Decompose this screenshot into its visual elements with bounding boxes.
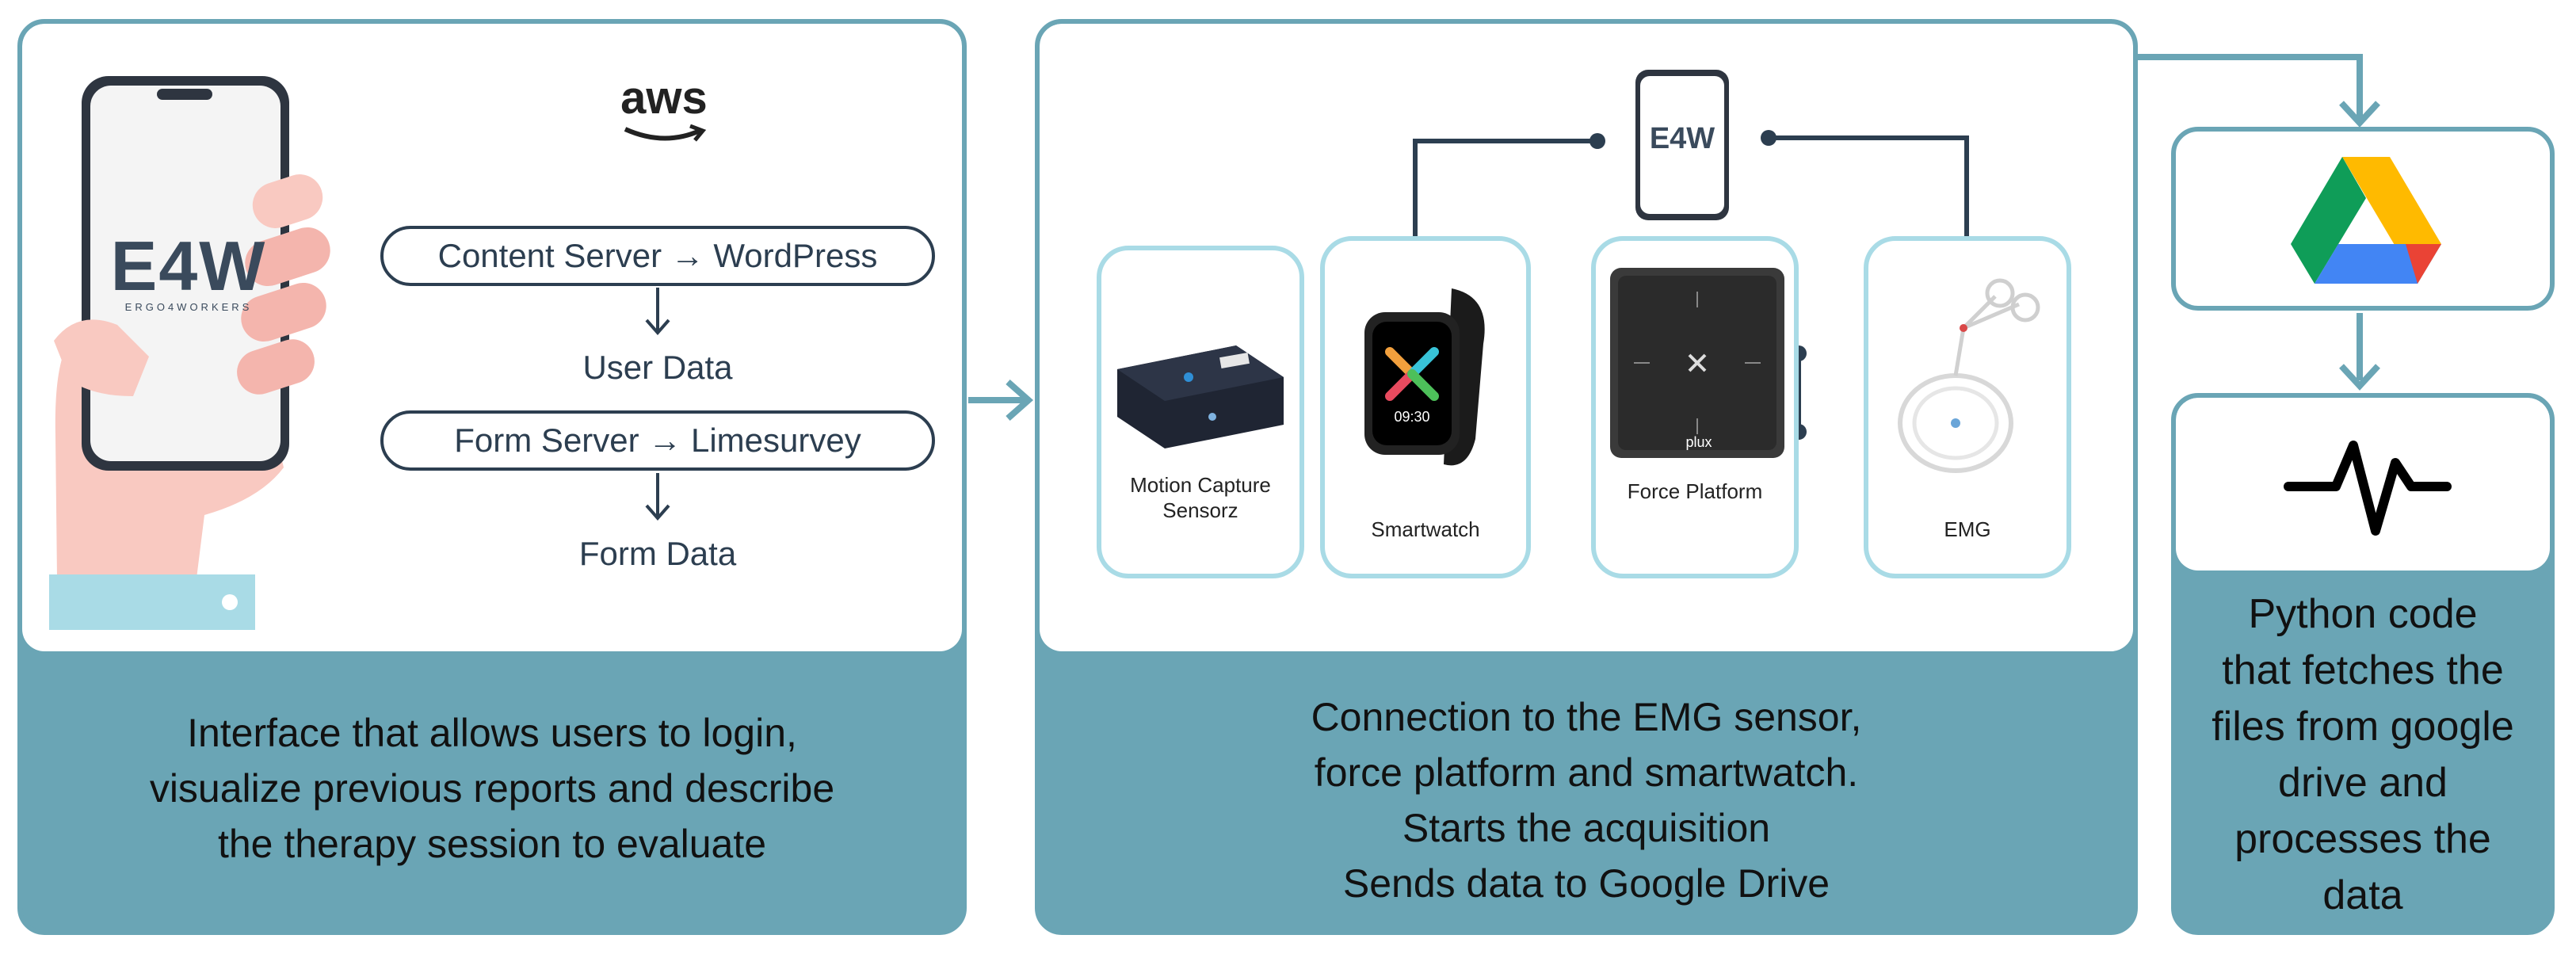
form-server-node: Form Server → Limesurvey xyxy=(380,410,935,471)
google-drive-node xyxy=(2171,127,2555,311)
emg-cable-icon xyxy=(1898,278,2040,473)
acquisition-caption: Connection to the EMG sensor, force plat… xyxy=(1311,695,1862,906)
frontend-panel: E4W ERGO4WORKERS aws Content Server → Wo… xyxy=(17,19,967,935)
content-server-node: Content Server → WordPress xyxy=(380,226,935,286)
force-platform-icon xyxy=(1610,268,1784,458)
waveform-icon xyxy=(2284,441,2452,536)
phone-app-logo: E4W ERGO4WORKERS xyxy=(110,227,267,314)
frontend-caption: Interface that allows users to login, vi… xyxy=(149,711,835,866)
motion-capture-card: Motion Capture Sensorz xyxy=(1097,246,1304,578)
acquisition-panel: E4W Motion Capture Sensorz 09:30 Smartwa… xyxy=(1035,19,2138,935)
smartwatch-icon xyxy=(1364,288,1485,466)
force-platform-label: Force Platform xyxy=(1627,479,1763,503)
smartwatch-card: 09:30 Smartwatch xyxy=(1320,236,1531,578)
force-platform-brand: plux xyxy=(1685,434,1712,450)
python-caption: Python code that fetches the files from … xyxy=(2212,591,2514,918)
hand-holding-phone-icon xyxy=(49,76,330,630)
user-data-label: User Data xyxy=(582,349,733,386)
phone-app-logo: E4W xyxy=(1649,122,1715,155)
google-drive-icon xyxy=(2291,157,2441,284)
arrow-down-icon xyxy=(645,288,670,521)
python-processing-panel: Python code that fetches the files from … xyxy=(2171,393,2555,935)
force-platform-card: plux Force Platform xyxy=(1591,236,1799,578)
smartwatch-time: 09:30 xyxy=(1394,409,1430,425)
emg-card: EMG xyxy=(1864,236,2071,578)
emg-label: EMG xyxy=(1944,517,1991,541)
motion-capture-label: Motion Capture Sensorz xyxy=(1130,473,1271,522)
smartwatch-label: Smartwatch xyxy=(1371,517,1480,541)
form-data-label: Form Data xyxy=(578,535,737,572)
motion-capture-sensor-icon xyxy=(1117,345,1284,448)
aws-logo: aws xyxy=(609,71,719,146)
